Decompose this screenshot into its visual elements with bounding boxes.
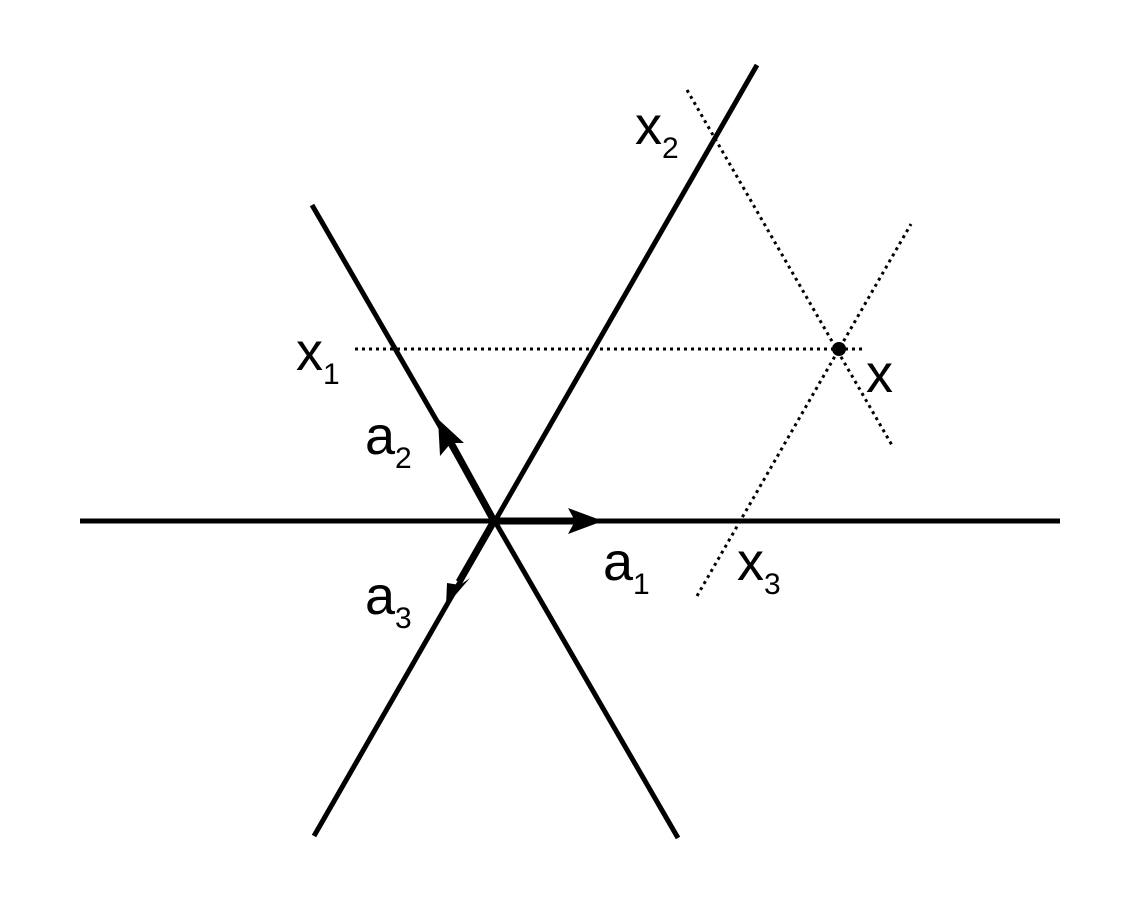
- arrowhead-a3: [446, 578, 470, 606]
- label-x3: x3: [737, 532, 781, 601]
- arrowhead-a2: [438, 419, 464, 456]
- label-a2: a2: [365, 406, 412, 475]
- rising-diagonal-line: [311, 63, 760, 838]
- label-a3: a3: [365, 566, 412, 635]
- label-x: x: [866, 344, 893, 404]
- dotted-line-x3-to-x: [695, 223, 913, 597]
- arrowhead-a1: [568, 508, 603, 534]
- label-a1: a1: [603, 532, 650, 601]
- vector-a3: [446, 519, 498, 606]
- label-x1: x1: [296, 322, 340, 391]
- vector-a1: [494, 508, 603, 534]
- point-x: [832, 342, 846, 356]
- label-x2: x2: [635, 96, 679, 165]
- dotted-line-x2-to-x: [685, 89, 895, 448]
- vector-a2: [438, 419, 498, 523]
